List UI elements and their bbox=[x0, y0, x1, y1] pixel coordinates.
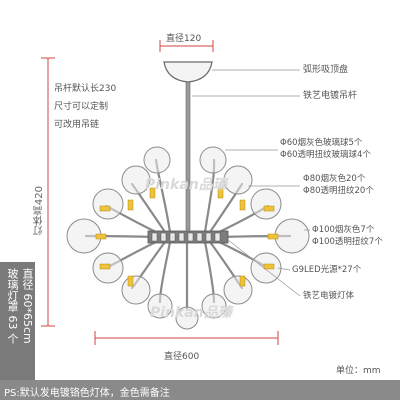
g9-bulbs bbox=[95, 187, 279, 287]
glass-shade-info-box: 玻璃灯罩 63 个 直径 60*65cm bbox=[0, 262, 35, 380]
height-dimension-line bbox=[41, 57, 55, 327]
ps-note-bar: PS:默认发电镀铬色灯体，金色需备注 bbox=[0, 380, 400, 400]
left-note-rod-length: 吊杆默认长230 bbox=[54, 84, 117, 94]
left-note-chain-option: 可改用吊链 bbox=[54, 120, 100, 130]
callout-light-source: G9LED光源*27个 bbox=[292, 265, 362, 275]
bottom-width-label: 直径600 bbox=[164, 352, 200, 362]
rod-shape bbox=[185, 81, 191, 231]
callout-lamp-body: 铁艺电镀灯体 bbox=[303, 291, 355, 301]
unit-label: 单位：mm bbox=[336, 366, 381, 376]
glass-shade-diameter: 直径 60*65cm bbox=[21, 268, 34, 344]
callout-globe-80-smoke: Φ80烟灰色20个 bbox=[303, 174, 366, 184]
watermark-upper: Pinkan品瑧 bbox=[145, 177, 227, 193]
left-note-custom-size: 尺寸可以定制 bbox=[54, 102, 109, 112]
ps-note-text: PS:默认发电镀铬色灯体，金色需备注 bbox=[4, 388, 170, 399]
height-label: 灯体高420 bbox=[34, 186, 45, 236]
glass-globes bbox=[66, 146, 310, 330]
glass-shade-count: 玻璃灯罩 63 个 bbox=[6, 268, 19, 344]
bottom-dimension-line bbox=[94, 331, 279, 345]
callout-leaders bbox=[192, 69, 310, 297]
body-sockets bbox=[151, 232, 221, 242]
callout-rod: 铁艺电镀吊杆 bbox=[303, 91, 358, 101]
callout-canopy: 弧形吸顶盘 bbox=[303, 65, 349, 75]
top-dimension-line bbox=[159, 40, 214, 52]
top-width-label: 直径120 bbox=[166, 34, 202, 44]
callout-globe-100-smoke: Φ100烟灰色7个 bbox=[312, 225, 375, 235]
callout-globe-60-clear: Φ60透明扭纹玻璃球4个 bbox=[280, 150, 371, 160]
canopy-shape bbox=[163, 61, 213, 83]
callout-globe-80-clear: Φ80透明扭纹20个 bbox=[303, 186, 374, 196]
watermark-lower: Pinkan品瑧 bbox=[150, 305, 232, 321]
callout-globe-100-clear: Φ100透明扭纹7个 bbox=[312, 237, 383, 247]
callout-globe-60-smoke: Φ60烟灰色玻璃球5个 bbox=[280, 138, 363, 148]
